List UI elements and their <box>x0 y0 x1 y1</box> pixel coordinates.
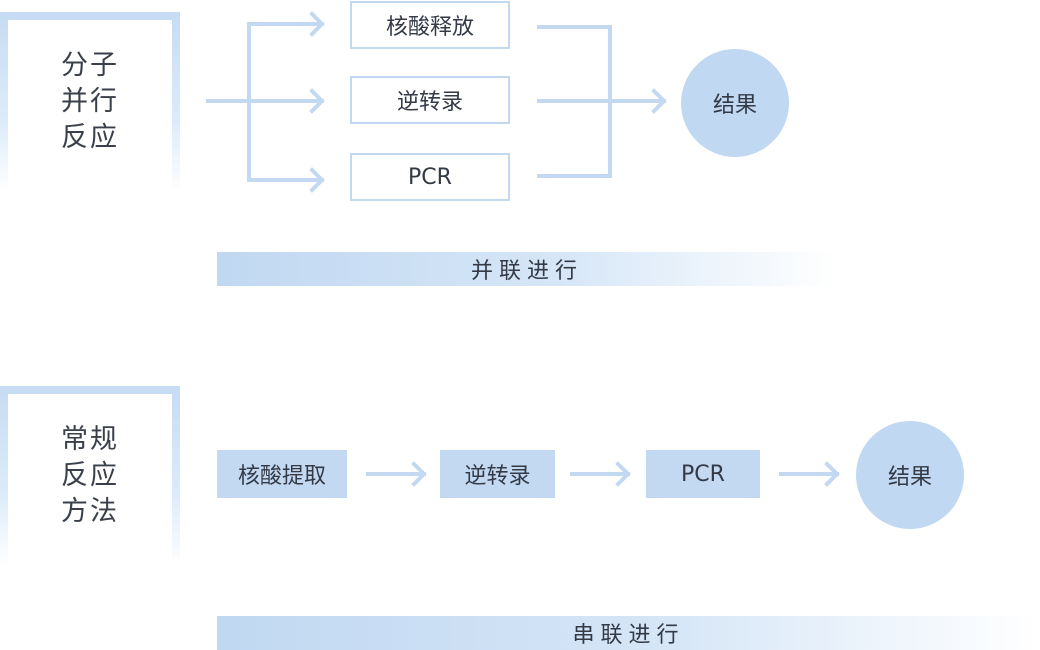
arrowhead-icon <box>411 461 427 487</box>
result-circle: 结果 <box>681 49 789 157</box>
serial-band: 串联进行 <box>217 616 1040 650</box>
step-box-reverse-transcription: 逆转录 <box>440 450 555 498</box>
result-circle: 结果 <box>856 421 964 529</box>
arrowhead-icon <box>651 88 667 114</box>
arrowhead-icon <box>615 461 631 487</box>
step-box-pcr: PCR <box>350 153 510 201</box>
parallel-label-panel: 分子 并行 反应 <box>0 12 180 192</box>
step-box-nucleic-extraction: 核酸提取 <box>217 450 347 498</box>
parallel-title: 分子 并行 反应 <box>61 50 119 153</box>
serial-label-panel: 常规 反应 方法 <box>0 386 180 566</box>
parallel-band: 并联进行 <box>217 252 837 286</box>
step-box-nucleic-release: 核酸释放 <box>350 1 510 49</box>
serial-title: 常规 反应 方法 <box>61 424 119 527</box>
arrowhead-icon <box>309 167 325 193</box>
arrowhead-icon <box>824 461 840 487</box>
step-box-pcr: PCR <box>646 450 760 498</box>
step-box-reverse-transcription: 逆转录 <box>350 76 510 124</box>
arrowhead-icon <box>309 11 325 37</box>
arrowhead-icon <box>309 88 325 114</box>
